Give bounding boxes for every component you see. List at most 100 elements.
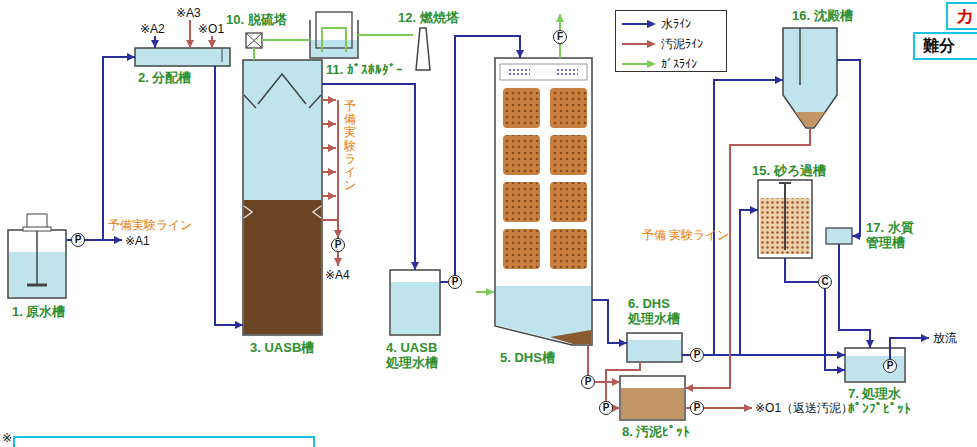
outflow-arrow xyxy=(704,407,752,409)
dhs-reactor-drawing xyxy=(500,64,587,80)
legend-line xyxy=(622,63,648,65)
unit-label: 8. 汚泥ﾋﾟｯﾄ xyxy=(622,424,690,439)
legend-line xyxy=(622,43,648,45)
pump-symbol: P xyxy=(331,238,345,252)
sampling-arrow xyxy=(322,171,336,173)
dhs-effluent-tank-drawing xyxy=(627,333,682,362)
sludge-pit: 8. 汚泥ﾋﾟｯﾄ xyxy=(620,376,685,420)
raw-water-tank-drawing xyxy=(27,284,47,287)
flow-line xyxy=(322,220,338,238)
note-text: 難分 xyxy=(923,38,955,54)
symbol-letter: F xyxy=(557,32,563,42)
gas-arrow xyxy=(476,14,560,292)
dhs-reactor-drawing xyxy=(550,88,587,128)
flow-meter-symbol: F xyxy=(553,30,567,44)
settling-tank: 16. 沈殿槽 xyxy=(783,28,837,128)
uasb-effluent-tank-drawing xyxy=(391,282,439,334)
dhs-reactor-drawing xyxy=(495,58,592,345)
pump-symbol: P xyxy=(599,401,613,415)
dhs-reactor-drawing xyxy=(550,135,587,175)
flow-line xyxy=(592,300,627,343)
unit-label: 2. 分配槽 xyxy=(138,70,191,85)
raw-water-tank-drawing xyxy=(27,214,47,228)
sand-filter-drawing xyxy=(758,180,812,258)
flow-line xyxy=(455,36,520,275)
flare-stack-drawing xyxy=(416,28,430,70)
quality-tank: 17. 水質 管理槽 xyxy=(826,228,852,244)
uasb-reactor-drawing xyxy=(244,200,321,334)
symbol-letter: P xyxy=(887,361,894,371)
unit-label: 12. 燃焼塔 xyxy=(398,10,459,25)
sampling-arrow xyxy=(322,147,336,149)
gas-holder: 11. ｶﾞｽﾎﾙﾀﾞｰ xyxy=(310,12,358,58)
dhs-effluent-tank: 6. DHS 処理水槽 xyxy=(627,333,682,362)
sludge-pit-drawing xyxy=(621,388,684,419)
sand-filter: 15. 砂ろ過槽 xyxy=(758,180,812,258)
legend-row: 汚泥ﾗｲﾝ xyxy=(622,37,703,51)
flare-stack: 12. 燃焼塔 xyxy=(413,28,431,70)
pump-symbol: P xyxy=(448,275,462,289)
raw-water-tank-drawing xyxy=(23,227,51,231)
flow-line xyxy=(322,84,415,270)
flow-line xyxy=(682,354,690,356)
note-label: 予備実験ライン xyxy=(108,218,192,232)
unit-label: 5. DHS槽 xyxy=(500,350,555,365)
flow-line xyxy=(262,39,310,41)
flow-line xyxy=(785,258,818,282)
unit-label: 7. 処理水 ﾎﾟﾝﾌﾟﾋﾟｯﾄ xyxy=(848,386,912,416)
dhs-reactor-drawing xyxy=(556,67,578,77)
pump-symbol: P xyxy=(71,233,85,247)
distribution-tank-drawing xyxy=(222,48,223,62)
dhs-reactor-drawing xyxy=(503,229,540,269)
raw-water-tank: 1. 原水槽 xyxy=(8,230,66,298)
symbol-letter: P xyxy=(75,235,82,245)
note-label: ※A3 xyxy=(176,6,201,20)
settling-tank-drawing xyxy=(783,28,837,128)
uasb-reactor-drawing xyxy=(258,74,306,104)
desulfurizer: 10. 脱硫塔 xyxy=(246,33,262,48)
pump-symbol: P xyxy=(690,348,704,362)
sand-filter-drawing xyxy=(758,180,812,258)
uasb-reactor: 3. UASB槽 xyxy=(243,60,322,335)
legend-swatch xyxy=(622,19,656,29)
flow-line xyxy=(839,244,870,348)
symbol-letter: P xyxy=(694,350,701,360)
inflow-arrow xyxy=(103,239,122,241)
settling-tank-drawing xyxy=(795,112,825,127)
unit-label: 10. 脱硫塔 xyxy=(226,12,287,27)
legend-line xyxy=(622,23,648,25)
flow-line xyxy=(559,44,561,58)
legend-arrowhead xyxy=(647,60,656,68)
inflow-arrow xyxy=(189,20,191,48)
gas-holder-drawing xyxy=(310,12,358,58)
unit-label: 4. UASB 処理水槽 xyxy=(386,340,446,370)
note-box: 難分 xyxy=(913,32,977,60)
unit-label: 15. 砂ろ過槽 xyxy=(752,163,826,178)
flare-stack-drawing xyxy=(416,28,430,70)
legend-text: 水ﾗｲﾝ xyxy=(661,17,691,31)
treated-water-pit-drawing xyxy=(845,348,905,382)
uasb-reactor-drawing xyxy=(244,206,321,218)
legend-row: ｶﾞｽﾗｲﾝ xyxy=(622,57,697,71)
flow-line xyxy=(704,80,783,355)
gas-arrow xyxy=(476,291,494,293)
unit-label: 1. 原水槽 xyxy=(12,304,65,319)
settling-tank-drawing xyxy=(783,28,837,128)
legend-text: 汚泥ﾗｲﾝ xyxy=(661,37,703,51)
dhs-reactor-drawing xyxy=(495,58,592,345)
gas-holder-drawing xyxy=(310,20,358,58)
gas-holder-drawing xyxy=(322,28,346,52)
symbol-letter: C xyxy=(821,277,828,287)
uasb-reactor-drawing xyxy=(243,60,322,335)
note-text: カ xyxy=(956,7,974,25)
flow-line xyxy=(587,345,589,375)
sampling-arrow xyxy=(322,123,336,125)
quality-tank-drawing xyxy=(826,228,852,244)
dhs-reactor-drawing xyxy=(550,330,591,344)
raw-water-tank-drawing xyxy=(8,230,66,298)
note-frame xyxy=(14,437,314,447)
control-symbol: C xyxy=(818,275,832,289)
symbol-letter: P xyxy=(452,277,459,287)
distribution-tank: 2. 分配槽 xyxy=(135,48,230,66)
